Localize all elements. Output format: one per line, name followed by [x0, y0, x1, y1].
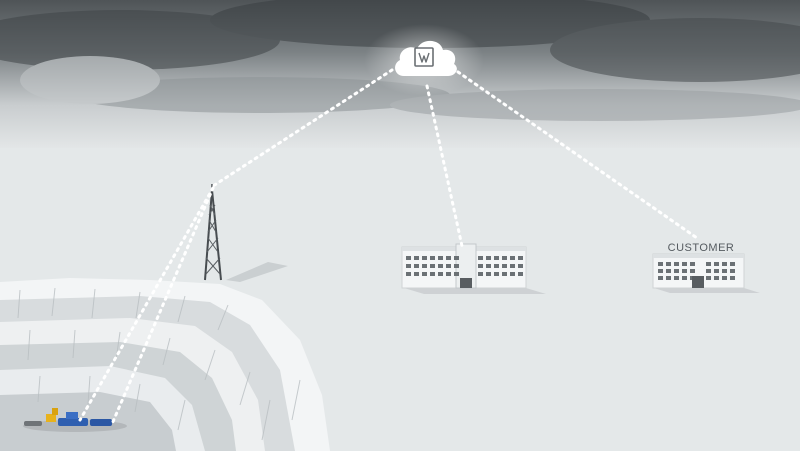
link-tower-machinery-b — [110, 186, 215, 426]
window — [714, 262, 719, 266]
window — [510, 256, 515, 260]
window — [454, 272, 459, 276]
window — [706, 276, 711, 280]
window — [518, 264, 523, 268]
window — [674, 269, 679, 273]
window — [666, 262, 671, 266]
window — [510, 272, 515, 276]
window — [438, 256, 443, 260]
window — [730, 262, 735, 266]
window — [518, 256, 523, 260]
window — [714, 269, 719, 273]
window — [722, 276, 727, 280]
window — [446, 272, 451, 276]
window — [430, 272, 435, 276]
window — [486, 272, 491, 276]
window — [486, 256, 491, 260]
window — [730, 276, 735, 280]
window — [422, 256, 427, 260]
window — [714, 276, 719, 280]
window — [454, 264, 459, 268]
window — [682, 276, 687, 280]
window — [706, 262, 711, 266]
window — [438, 264, 443, 268]
window — [510, 264, 515, 268]
window — [722, 269, 727, 273]
customer-building-icon: CUSTOMER — [652, 242, 760, 293]
window — [682, 262, 687, 266]
window — [494, 256, 499, 260]
window — [494, 272, 499, 276]
window — [682, 269, 687, 273]
storm-clouds — [0, 0, 800, 121]
window — [422, 272, 427, 276]
window — [414, 264, 419, 268]
link-cloud-customer — [456, 70, 699, 240]
window — [446, 264, 451, 268]
window — [446, 256, 451, 260]
window — [674, 276, 679, 280]
window — [414, 272, 419, 276]
window — [406, 256, 411, 260]
window — [414, 256, 419, 260]
window — [478, 264, 483, 268]
cloud-logo-icon — [364, 24, 484, 96]
window — [494, 264, 499, 268]
window — [406, 264, 411, 268]
link-cloud-office — [425, 84, 464, 248]
window — [438, 272, 443, 276]
office-building-icon — [401, 243, 546, 294]
link-tower-machinery-a — [78, 186, 215, 422]
window — [518, 272, 523, 276]
window — [478, 272, 483, 276]
window — [430, 264, 435, 268]
window — [658, 262, 663, 266]
window — [730, 269, 735, 273]
mining-machinery-icon — [23, 408, 127, 432]
window — [502, 256, 507, 260]
window — [658, 276, 663, 280]
window — [666, 269, 671, 273]
window — [706, 269, 711, 273]
window — [422, 264, 427, 268]
window — [430, 256, 435, 260]
window — [502, 264, 507, 268]
link-cloud-tower — [211, 68, 394, 188]
connection-links — [78, 68, 699, 426]
window — [674, 262, 679, 266]
window — [690, 262, 695, 266]
window — [666, 276, 671, 280]
customer-label: CUSTOMER — [668, 242, 735, 254]
window — [690, 269, 695, 273]
radio-tower-icon — [204, 184, 288, 282]
window — [406, 272, 411, 276]
window — [486, 264, 491, 268]
window — [454, 256, 459, 260]
window — [658, 269, 663, 273]
window — [722, 262, 727, 266]
window — [502, 272, 507, 276]
window — [478, 256, 483, 260]
